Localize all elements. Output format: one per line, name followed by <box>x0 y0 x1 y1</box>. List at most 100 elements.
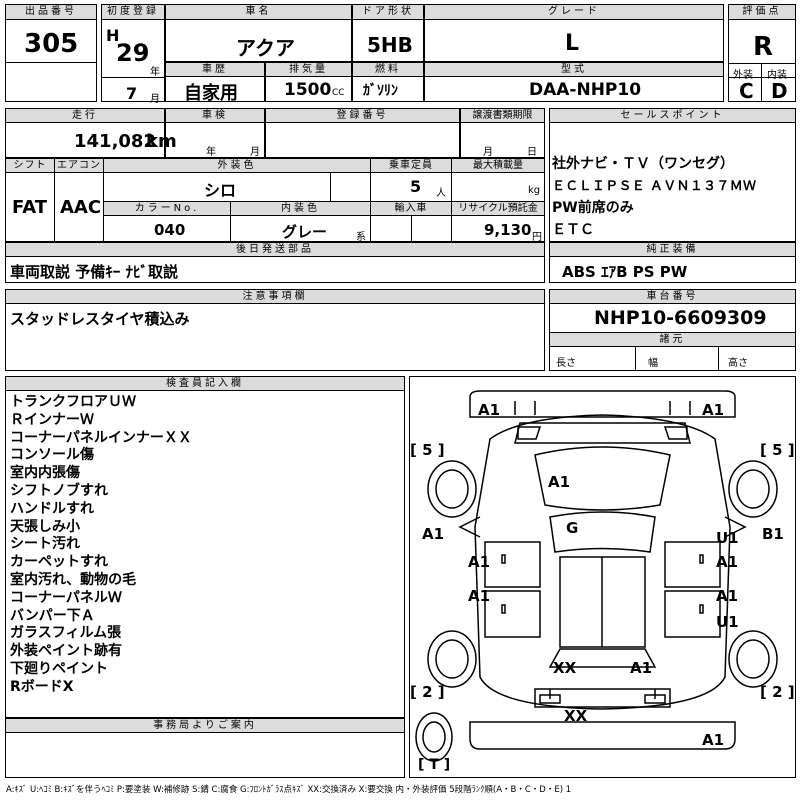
mark-door-rear-right-a: A1 <box>716 587 739 605</box>
model-value: DAA-NHP10 <box>529 80 642 100</box>
mark-front-left: A1 <box>478 401 501 419</box>
mileage-value: 141,082 <box>74 131 156 152</box>
post-parts-value: 車両取説 予備ｷｰ ﾅﾋﾞ取説 <box>10 263 178 281</box>
inspector-label: 検査員記入欄 <box>6 377 404 391</box>
fuel-value: ｶﾞｿﾘﾝ <box>363 83 398 99</box>
door-value: 5HB <box>367 33 413 57</box>
mark-door-rear-right-u: U1 <box>716 613 739 631</box>
mileage-label: 走行 <box>6 109 164 123</box>
inspection-box: 車検 年 月 <box>165 108 265 158</box>
note-item: トランクフロアＵＷ <box>10 394 136 410</box>
note-item: 室内汚れ、動物の毛 <box>10 571 137 588</box>
note-item: 室内内張傷 <box>10 465 80 482</box>
max-load-label: 最大積載量 <box>452 159 544 173</box>
score-label: 評価点 <box>729 5 795 20</box>
int-color-suffix: 系 <box>356 232 366 243</box>
car-name-value: アクア <box>236 36 295 60</box>
reg-no-box: 登録番号 <box>265 108 460 158</box>
office-box: 事務局よりご案内 <box>5 718 405 778</box>
fuel-box: 燃料 ｶﾞｿﾘﾝ <box>352 62 424 102</box>
capacity-value: 5 <box>410 177 422 196</box>
mileage-box: 走行 141,082 km <box>5 108 177 158</box>
history-value: 自家用 <box>184 83 238 104</box>
first-reg-year-unit: 年 <box>150 67 160 78</box>
ext-color-value: シロ <box>204 181 237 200</box>
mark-rear-left: XX <box>553 659 577 677</box>
max-load-unit: kg <box>528 185 541 196</box>
note-item: コンソール傷 <box>10 447 94 464</box>
first-reg-era: H <box>106 26 120 45</box>
mark-hood: A1 <box>548 473 571 491</box>
sales-line-4: ＥＴＣ <box>552 222 594 238</box>
caution-value: スタッドレスタイヤ積込み <box>10 310 190 328</box>
transfer-month-unit: 月 <box>483 147 493 158</box>
score-box: 評価点 R 外装 内装 C D <box>728 4 796 103</box>
mark-door-rear-left: A1 <box>468 587 491 605</box>
note-item: ＲインナーＷ <box>10 411 94 428</box>
car-diagram-svg <box>415 390 778 762</box>
recycle-label: リサイクル預託金 <box>452 202 544 216</box>
post-parts-label: 後日発送部品 <box>6 243 544 257</box>
damage-diagram: [ 5 ] [ 5 ] [ 2 ] [ 2 ] [ T ] A1 A1 A1 G… <box>409 376 796 778</box>
sales-line-3: PW前席のみ <box>552 200 634 216</box>
inspection-year-unit: 年 <box>206 147 216 158</box>
score-value: R <box>753 32 774 62</box>
displacement-label: 排気量 <box>266 63 351 77</box>
lot-label: 出品番号 <box>6 5 96 20</box>
specs-length: 長さ <box>556 358 576 369</box>
note-item: シフトノブすれ <box>10 482 108 499</box>
equipment-value: ABS ｴｱB PS PW <box>562 263 688 281</box>
capacity-label: 乗車定員 <box>371 159 451 173</box>
displacement-unit: CC <box>332 88 345 98</box>
equipment-label: 純正装備 <box>550 243 795 257</box>
shift-value: FAT <box>12 197 48 218</box>
grade-label: グレード <box>425 5 723 20</box>
bracket-front-right: [ 5 ] <box>760 441 795 459</box>
capacity-unit: 人 <box>436 188 446 199</box>
bracket-trunk: [ T ] <box>418 757 451 773</box>
shift-label: シフト <box>6 159 54 173</box>
grade-value: L <box>565 31 580 56</box>
model-label: 型式 <box>425 63 723 77</box>
displacement-value: 1500 <box>284 80 332 100</box>
door-label: ドア形状 <box>353 5 423 20</box>
first-reg-month-unit: 月 <box>150 94 160 105</box>
chassis-box: 車台番号 NHP10-6609309 諸元 長さ 幅 高さ <box>549 289 796 371</box>
mark-front-right: A1 <box>702 401 725 419</box>
history-label: 車歴 <box>166 63 264 77</box>
inspector-box: 検査員記入欄 トランクフロアＵＷ ＲインナーＷ コーナーパネルインナーＸＸ コン… <box>5 376 405 718</box>
inspection-label: 車検 <box>166 109 264 123</box>
grade-box: グレード L <box>424 4 724 62</box>
post-parts-box: 後日発送部品 車両取説 予備ｷｰ ﾅﾋﾞ取説 <box>5 242 545 283</box>
bracket-rear-right: [ 2 ] <box>760 683 795 701</box>
aircon-label: エアコン <box>55 159 103 173</box>
int-grade-label: 内装 <box>767 70 787 81</box>
int-grade-value: D <box>771 79 788 103</box>
caution-label: 注意事項欄 <box>6 290 544 304</box>
note-item: バンパー下Ａ <box>10 607 95 624</box>
int-color-value: グレー <box>282 223 328 241</box>
specs-height: 高さ <box>728 358 748 369</box>
bracket-rear-left: [ 2 ] <box>410 683 445 701</box>
model-box: 型式 DAA-NHP10 <box>424 62 724 102</box>
mark-fender-right: B1 <box>762 525 784 543</box>
equipment-box: 純正装備 ABS ｴｱB PS PW <box>549 242 796 283</box>
transfer-day-unit: 日 <box>527 147 537 158</box>
lot-box: 出品番号 305 <box>5 4 97 102</box>
office-label: 事務局よりご案内 <box>6 719 404 733</box>
chassis-label: 車台番号 <box>550 290 795 304</box>
mark-fender-left: A1 <box>422 525 445 543</box>
note-item: 外装ペイント跡有 <box>10 643 122 660</box>
first-reg-year: 29 <box>116 39 150 67</box>
sales-label: セールスポイント <box>550 109 795 123</box>
lot-number: 305 <box>24 29 79 59</box>
caution-box: 注意事項欄 スタッドレスタイヤ積込み <box>5 289 545 371</box>
mileage-unit: km <box>146 131 177 152</box>
ext-grade-label: 外装 <box>733 70 753 81</box>
bracket-front-left: [ 5 ] <box>410 441 445 459</box>
recycle-unit: 円 <box>532 232 542 243</box>
color-no-label: カラーNo. <box>104 202 230 216</box>
note-item: カーペットすれ <box>10 554 108 571</box>
reg-no-label: 登録番号 <box>266 109 459 123</box>
mark-door-front-right-a: A1 <box>716 553 739 571</box>
